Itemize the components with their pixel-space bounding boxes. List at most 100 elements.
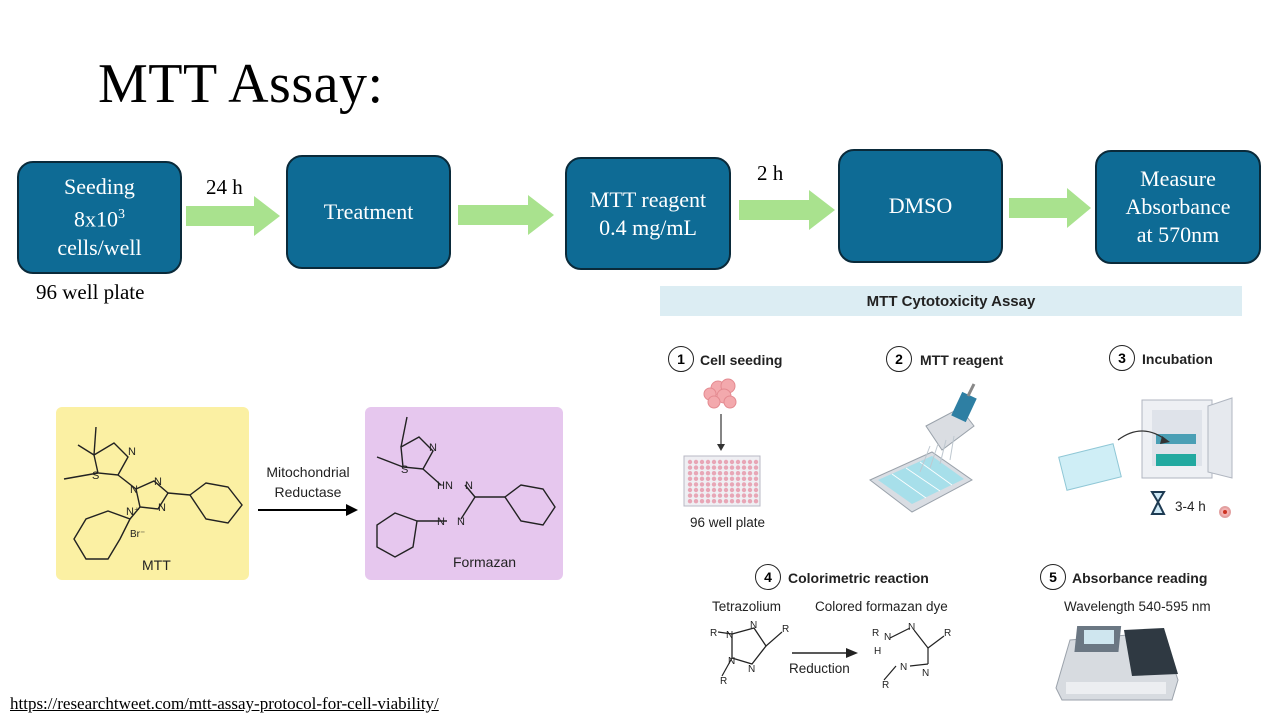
plate-well bbox=[687, 465, 693, 470]
n-label: N bbox=[908, 622, 915, 633]
plate-well bbox=[747, 493, 753, 498]
reduction-arrow bbox=[792, 648, 858, 658]
bromide-label: Br⁻ bbox=[130, 529, 145, 540]
atom-s: S bbox=[92, 470, 99, 482]
plate-well bbox=[753, 465, 759, 470]
atom-hn: HN bbox=[437, 480, 453, 492]
n-label: N bbox=[900, 662, 907, 673]
formazan-structure-diagram: N S HN N N N Formazan bbox=[376, 416, 556, 570]
step-2-label: MTT reagent bbox=[920, 352, 1004, 368]
plate-well bbox=[747, 499, 753, 504]
plate-well bbox=[717, 476, 723, 481]
n-label: N bbox=[922, 668, 929, 679]
plate-well bbox=[693, 459, 699, 465]
plate-well bbox=[687, 499, 693, 504]
plate-well bbox=[699, 476, 705, 481]
plate-well bbox=[729, 476, 735, 481]
enzyme-line1: Mitochondrial bbox=[266, 464, 350, 480]
r-label: R bbox=[782, 624, 789, 635]
plate-well bbox=[729, 482, 735, 487]
plate-well bbox=[723, 476, 729, 481]
plate-well bbox=[711, 487, 717, 493]
arrow-3 bbox=[739, 190, 835, 230]
plate-well bbox=[741, 493, 747, 498]
atom-n: N bbox=[429, 442, 437, 454]
plate-well bbox=[741, 459, 747, 465]
arrow-1 bbox=[186, 196, 280, 236]
atom-n: N bbox=[465, 480, 473, 492]
step-3-number: 3 bbox=[1109, 345, 1135, 371]
plate-well bbox=[747, 476, 753, 481]
plate-well bbox=[741, 471, 747, 476]
plate-well bbox=[699, 493, 705, 498]
plate-well bbox=[705, 476, 711, 481]
plate-well bbox=[741, 487, 747, 493]
plate-well bbox=[717, 482, 723, 487]
plate-well bbox=[741, 476, 747, 481]
plate-well bbox=[729, 499, 735, 504]
plate-well bbox=[723, 487, 729, 493]
measure-line3: at 570nm bbox=[1136, 222, 1220, 247]
arrow-3-label: 2 h bbox=[757, 161, 784, 185]
plate-well bbox=[705, 471, 711, 476]
plate-well bbox=[717, 499, 723, 504]
plate-well bbox=[753, 487, 759, 493]
plate-label: 96 well plate bbox=[36, 280, 145, 304]
plate-well bbox=[729, 459, 735, 465]
plate-caption: 96 well plate bbox=[690, 515, 766, 530]
plate-well bbox=[735, 487, 741, 493]
plate-well bbox=[723, 471, 729, 476]
step-4-label: Colorimetric reaction bbox=[788, 570, 929, 586]
incubator-illustration bbox=[1058, 397, 1233, 515]
plate-well bbox=[699, 482, 705, 487]
plate-well bbox=[717, 493, 723, 498]
atom-n: N bbox=[437, 516, 445, 528]
formazan-dye-structure: R R R H N N N N bbox=[872, 622, 951, 690]
seeding-line1: Seeding bbox=[64, 174, 135, 200]
plate-well bbox=[687, 493, 693, 498]
arrow-1-label: 24 h bbox=[206, 175, 243, 199]
plate-well bbox=[717, 471, 723, 476]
step-4-number: 4 bbox=[755, 564, 781, 590]
source-link[interactable]: https://researchtweet.com/mtt-assay-prot… bbox=[10, 694, 439, 713]
mtt-reagent-line2: 0.4 mg/mL bbox=[599, 214, 697, 240]
plate-well bbox=[753, 459, 759, 465]
treatment-step-box: Treatment bbox=[286, 155, 451, 269]
formazan-label: Formazan bbox=[453, 554, 516, 570]
plate-well bbox=[741, 482, 747, 487]
measure-step-box: Measure Absorbance at 570nm bbox=[1095, 150, 1261, 264]
dmso-step-box: DMSO bbox=[838, 149, 1003, 263]
step-5-number: 5 bbox=[1040, 564, 1066, 590]
plate-well bbox=[747, 459, 753, 465]
plate-well bbox=[729, 487, 735, 493]
plate-well bbox=[699, 465, 705, 470]
atom-s: S bbox=[401, 464, 408, 476]
plate-well bbox=[747, 487, 753, 493]
cell-seeding-illustration bbox=[683, 378, 761, 507]
h-label: H bbox=[874, 646, 881, 657]
incubation-time: 3-4 h bbox=[1175, 499, 1206, 514]
plate-well bbox=[753, 471, 759, 476]
step-1-label: Cell seeding bbox=[700, 352, 783, 368]
plate-well bbox=[735, 471, 741, 476]
step-1-number: 1 bbox=[668, 346, 694, 372]
plate-well bbox=[699, 499, 705, 504]
plate-well bbox=[705, 459, 711, 465]
plate-well bbox=[693, 465, 699, 470]
atom-n: N bbox=[154, 476, 162, 488]
plate-well bbox=[717, 465, 723, 470]
plate-well bbox=[687, 459, 693, 465]
plate-well bbox=[729, 471, 735, 476]
r-label: R bbox=[944, 628, 951, 639]
plate-well bbox=[753, 499, 759, 504]
n-label: N bbox=[750, 620, 757, 631]
plate-well bbox=[699, 487, 705, 493]
atom-n: N bbox=[457, 516, 465, 528]
plate-well bbox=[693, 487, 699, 493]
plate-well bbox=[741, 465, 747, 470]
mtt-structure-diagram: N S N N N N⁺ Br⁻ MTT bbox=[63, 426, 243, 573]
tetrazolium-label: Tetrazolium bbox=[712, 599, 782, 614]
plate-well bbox=[705, 499, 711, 504]
plate-well bbox=[717, 459, 723, 465]
panel-title: MTT Cytotoxicity Assay bbox=[660, 286, 1242, 316]
